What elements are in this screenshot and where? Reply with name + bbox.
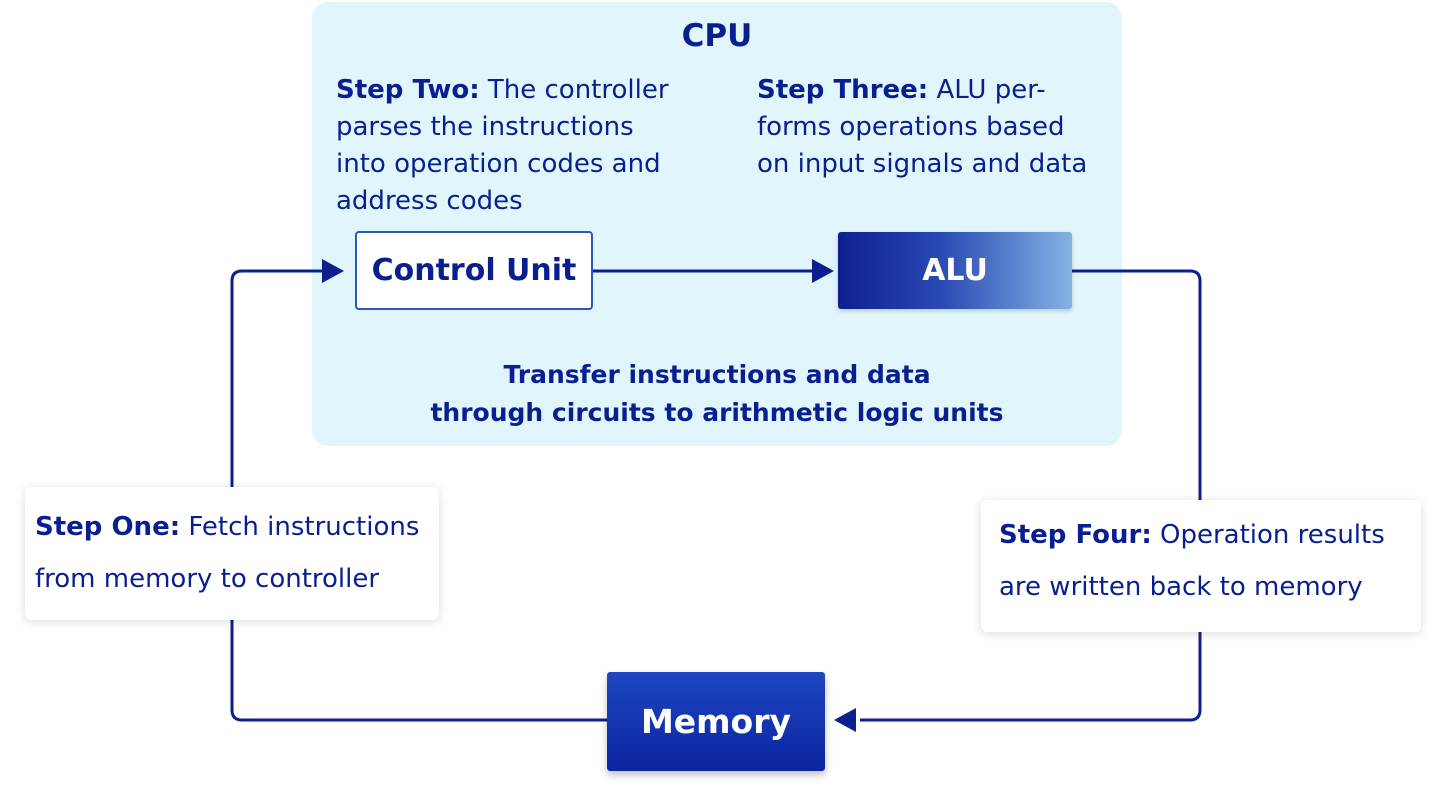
cpu-title: CPU bbox=[681, 18, 753, 54]
step-one-card: Step One: Fetch instructions from memory… bbox=[25, 487, 439, 620]
transfer-line1: Transfer instructions and data bbox=[503, 360, 931, 389]
step-three-line2: forms operations based bbox=[757, 112, 1065, 142]
step-two-label: Step Two: bbox=[336, 75, 480, 105]
alu-to-memory-line bbox=[860, 269, 1202, 722]
step-one-label: Step One: bbox=[35, 512, 181, 542]
step-two-text: Step Two: The controller parses the inst… bbox=[336, 72, 716, 220]
step-three-line3: on input signals and data bbox=[757, 149, 1088, 179]
step-two-line3: into operation codes and bbox=[336, 149, 661, 179]
step-four-line1: Operation results bbox=[1160, 520, 1385, 550]
transfer-line2: through circuits to arithmetic logic uni… bbox=[430, 398, 1004, 427]
control-unit-box: Control Unit bbox=[355, 231, 593, 310]
step-one-line1: Fetch instructions bbox=[188, 512, 420, 542]
step-four-line2: are written back to memory bbox=[999, 572, 1363, 602]
step-three-text: Step Three: ALU per- forms operations ba… bbox=[757, 72, 1117, 183]
arrow-to-control-icon bbox=[322, 259, 344, 283]
step-one-line2: from memory to controller bbox=[35, 564, 380, 594]
step-four-card: Step Four: Operation results are written… bbox=[981, 500, 1421, 632]
step-four-label: Step Four: bbox=[999, 520, 1152, 550]
step-three-label: Step Three: bbox=[757, 75, 929, 105]
step-two-line4: address codes bbox=[336, 186, 523, 216]
memory-box: Memory bbox=[607, 672, 825, 771]
arrow-to-memory-icon bbox=[834, 708, 856, 732]
step-two-line1: The controller bbox=[487, 75, 669, 105]
cpu-panel bbox=[312, 2, 1122, 446]
alu-box: ALU bbox=[838, 232, 1072, 309]
step-two-line2: parses the instructions bbox=[336, 112, 634, 142]
arrow-to-alu-icon bbox=[812, 259, 834, 283]
transfer-text: Transfer instructions and data through c… bbox=[312, 356, 1122, 432]
step-three-line1: ALU per- bbox=[936, 75, 1046, 105]
